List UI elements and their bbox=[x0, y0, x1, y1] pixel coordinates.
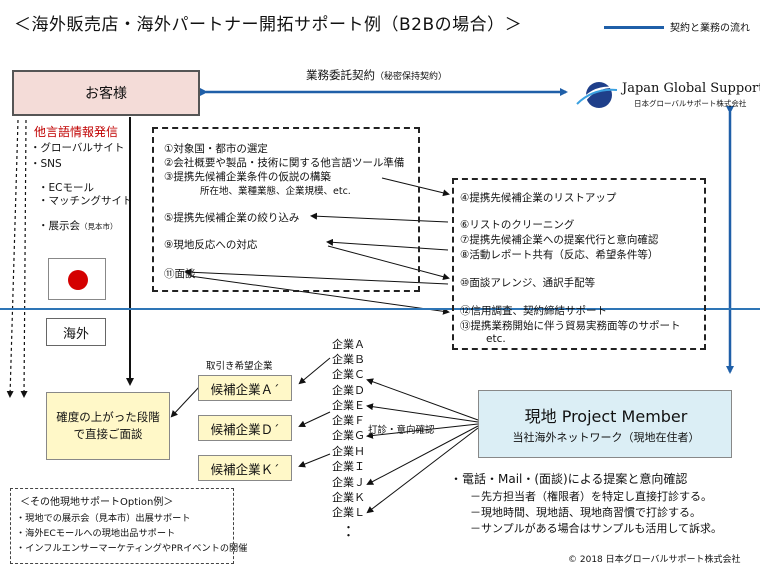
jgs-task: ⑫信用調査、契約締結サポート bbox=[460, 305, 607, 317]
flow-3-4 bbox=[381, 177, 450, 197]
corp-item: 企業Ｉ bbox=[332, 460, 365, 473]
company-name: Japan Global Support bbox=[622, 81, 760, 96]
pm-fan-1 bbox=[366, 378, 479, 421]
multilang-item: ・マッチングサイト bbox=[38, 195, 133, 207]
candidates-to-meeting bbox=[170, 385, 201, 418]
candidate-label: 候補企業Ｋ´ bbox=[210, 461, 280, 477]
proposal-line: －現地時間、現地語、現地商習慣で打診する。 bbox=[470, 506, 701, 519]
candidate-label: 候補企業Ｄ´ bbox=[210, 421, 280, 437]
candidate-box: 候補企業Ｄ´ bbox=[198, 415, 292, 441]
contract-note: （秘密保持契約） bbox=[375, 72, 448, 82]
flow-6-5 bbox=[310, 212, 449, 223]
customer-task: ⑤提携先候補企業の絞り込み bbox=[164, 212, 300, 224]
pm-fan-2 bbox=[366, 403, 479, 423]
corp-item: 企業Ｌ bbox=[332, 506, 365, 519]
multilang-arrow-1 bbox=[6, 119, 19, 398]
customer-task: ②会社概要や製品・技術に関する他言語ツール準備 bbox=[164, 157, 405, 169]
jgs-task: ⑬提携業務開始に伴う貿易実務面等のサポート bbox=[460, 320, 681, 332]
candidate-label: 候補企業Ａ´ bbox=[210, 381, 280, 397]
legend-label: 契約と業務の流れ bbox=[670, 23, 750, 34]
pm-fan-4 bbox=[366, 425, 479, 485]
expo-label: ・展示会 bbox=[38, 220, 80, 232]
jgs-task-etc: etc. bbox=[486, 333, 506, 345]
corp-item: 企業Ｈ bbox=[332, 445, 365, 458]
corp-item: 企業Ｆ bbox=[332, 414, 365, 427]
corp-item: 企業Ｋ bbox=[332, 491, 365, 504]
multilang-item-expo: ・展示会（見本市） bbox=[38, 218, 118, 233]
direct-meeting-text: 確度の上がった段階 で直接ご面談 bbox=[56, 409, 160, 444]
page-title: ＜海外販売店・海外パートナー開拓サポート例（B2Bの場合）＞ bbox=[14, 15, 523, 35]
customer-task: ①対象国・都市の選定 bbox=[164, 143, 268, 155]
options-title: ＜その他現地サポートOption例＞ bbox=[20, 497, 174, 508]
jgs-task: ⑦提携先候補企業への提案代行と意向確認 bbox=[460, 234, 659, 246]
option-item: ・海外ECモールへの現地出品サポート bbox=[16, 528, 176, 539]
multilang-arrow-2 bbox=[20, 119, 28, 398]
jgs-task: ⑧活動レポート共有（反応、希望条件等） bbox=[460, 249, 659, 261]
proposal-line: －サンプルがある場合はサンプルも活用して訴求。 bbox=[470, 522, 723, 535]
direct-meeting-line1: 確度の上がった段階 bbox=[56, 409, 160, 424]
candidate-box: 候補企業Ｋ´ bbox=[198, 455, 292, 481]
jgs-task: ⑥リストのクリーニング bbox=[460, 219, 575, 231]
option-item: ・現地での展示会（見本市）出展サポート bbox=[16, 513, 191, 524]
probe-label: 打診・意向確認 bbox=[368, 425, 435, 436]
corp-item: 企業Ｅ bbox=[332, 399, 365, 412]
multilang-item: ・SNS bbox=[30, 158, 62, 170]
corp-item: 企業Ｄ bbox=[332, 384, 365, 397]
corp-k-arrow bbox=[298, 453, 331, 468]
border-line bbox=[0, 308, 760, 310]
customer-task: ③提携先候補企業条件の仮説の構築 bbox=[164, 171, 331, 183]
customer-label: お客様 bbox=[85, 86, 127, 102]
multilang-item: ・ECモール bbox=[38, 182, 94, 194]
contract-text: 業務委託契約 bbox=[306, 68, 375, 82]
japan-flag-icon bbox=[48, 258, 106, 300]
jgs-task: ④提携先候補企業のリストアップ bbox=[460, 192, 617, 204]
corp-item: 企業Ｃ bbox=[332, 368, 365, 381]
flow-8-9 bbox=[326, 238, 449, 251]
contract-label: 業務委託契約（秘密保持契約） bbox=[306, 67, 447, 83]
multilang-item: ・グローバルサイト bbox=[30, 142, 125, 154]
multilang-title: 他言語情報発信 bbox=[34, 125, 119, 139]
company-name-jp: 日本グローバルサポート株式会社 bbox=[634, 99, 747, 108]
flow-9-10 bbox=[327, 245, 450, 281]
expo-note: （見本市） bbox=[80, 222, 118, 231]
customer-box: お客様 bbox=[12, 70, 200, 116]
globe-swoosh-logo-icon bbox=[576, 82, 619, 108]
copyright: © 2018 日本グローバルサポート株式会社 bbox=[568, 555, 741, 565]
customer-task: ⑨現地反応への対応 bbox=[164, 239, 258, 251]
proposal-heading: ・電話・Mail・(面談)による提案と意向確認 bbox=[450, 472, 688, 486]
corp-d-arrow bbox=[298, 411, 331, 428]
options-box bbox=[10, 488, 234, 564]
corp-item: 企業Ｂ bbox=[332, 353, 365, 366]
jgs-task: ⑩面談アレンジ、通訳手配等 bbox=[460, 277, 596, 289]
project-member-title: 現地 Project Member bbox=[524, 407, 688, 426]
project-member-box: 現地 Project Member 当社海外ネットワーク（現地在住者） bbox=[478, 390, 732, 458]
project-member-subtitle: 当社海外ネットワーク（現地在住者） bbox=[512, 431, 700, 444]
candidate-box: 候補企業Ａ´ bbox=[198, 375, 292, 401]
corp-item: 企業Ａ bbox=[332, 338, 365, 351]
proposal-line: －先方担当者（権限者）を特定し直接打診する。 bbox=[470, 490, 712, 503]
direct-meeting-box: 確度の上がった段階 で直接ご面談 bbox=[46, 392, 170, 460]
legend-line bbox=[604, 26, 664, 29]
option-item: ・インフルエンサーマーケティングやPRイベントの開催 bbox=[16, 543, 248, 554]
flow-10-11 bbox=[184, 268, 449, 285]
customer-task-note: 所在地、業種業態、企業規模、etc. bbox=[200, 186, 351, 197]
corp-more-dots: ・ ・ bbox=[343, 521, 354, 542]
pm-fan-3 bbox=[366, 423, 479, 439]
corp-item: 企業Ｇ bbox=[332, 429, 365, 442]
candidates-label: 取引き希望企業 bbox=[206, 361, 273, 372]
customer-task-box bbox=[152, 127, 420, 292]
pm-fan-5 bbox=[366, 427, 479, 514]
corp-item: 企業Ｊ bbox=[332, 476, 365, 489]
flow-11-12 bbox=[189, 275, 450, 315]
customer-task: ⑪面談 bbox=[164, 268, 196, 280]
jgs-task-box bbox=[452, 178, 706, 350]
overseas-box: 海外 bbox=[46, 318, 106, 346]
flag-sun bbox=[68, 270, 88, 290]
corp-a-arrow bbox=[298, 357, 331, 385]
overseas-label: 海外 bbox=[62, 326, 89, 342]
direct-meeting-line2: で直接ご面談 bbox=[73, 427, 143, 441]
